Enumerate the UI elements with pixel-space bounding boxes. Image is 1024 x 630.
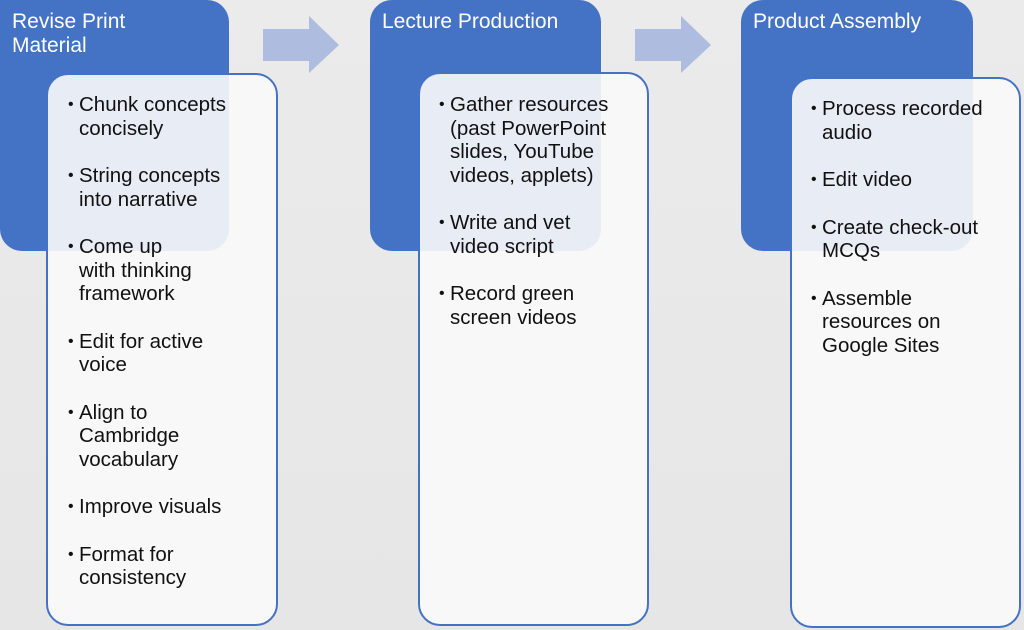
list-item: •Edit video	[811, 168, 913, 191]
bullet-icon: •	[68, 545, 74, 563]
list-item: •String concepts into narrative	[68, 164, 221, 211]
list-item: •Write and vet video script	[439, 211, 571, 258]
list-item: •Process recorded audio	[811, 97, 983, 144]
bullet-icon: •	[68, 498, 74, 515]
stage-3-title: Product Assembly	[753, 10, 922, 33]
list-item: •Format for consistency	[68, 542, 187, 590]
stage-3-list: •Process recorded audio •Edit video •Cre…	[811, 97, 999, 357]
list-item: •Gather resources (past PowerPoint slide…	[439, 93, 609, 187]
arrow-right-icon	[635, 16, 711, 73]
list-item: •Assemble resources on Google Sites	[811, 286, 941, 357]
bullet-icon: •	[439, 96, 445, 113]
stage-2-list: •Gather resources (past PowerPoint slide…	[439, 93, 627, 329]
stage-1-title: Revise Print Material	[12, 10, 126, 57]
stage-2-card: •Gather resources (past PowerPoint slide…	[418, 72, 649, 626]
list-item: •Record green screen videos	[439, 282, 577, 329]
list-item: •Edit for active voice	[68, 329, 204, 377]
list-item: •Chunk concepts concisely	[68, 93, 227, 140]
list-item: •Improve visuals	[68, 495, 222, 518]
stage-2-title: Lecture Production	[382, 10, 559, 33]
arrow-right-icon	[263, 16, 339, 73]
bullet-icon: •	[811, 289, 817, 307]
list-item: •Align to Cambridge vocabulary	[68, 400, 180, 471]
bullet-icon: •	[811, 171, 817, 188]
stage-1-list: •Chunk concepts concisely •String concep…	[68, 93, 256, 590]
bullet-icon: •	[68, 332, 74, 350]
bullet-icon: •	[68, 167, 74, 184]
stage-1-card: •Chunk concepts concisely •String concep…	[46, 73, 278, 626]
bullet-icon: •	[811, 100, 817, 117]
bullet-icon: •	[811, 218, 817, 236]
bullet-icon: •	[68, 238, 74, 255]
list-item: •Create check-out MCQs	[811, 215, 979, 263]
bullet-icon: •	[68, 403, 74, 421]
bullet-icon: •	[439, 285, 445, 302]
bullet-icon: •	[439, 214, 445, 231]
bullet-icon: •	[68, 96, 74, 113]
stage-3-card: •Process recorded audio •Edit video •Cre…	[790, 77, 1021, 628]
list-item: •Come up with thinking framework	[68, 235, 192, 305]
